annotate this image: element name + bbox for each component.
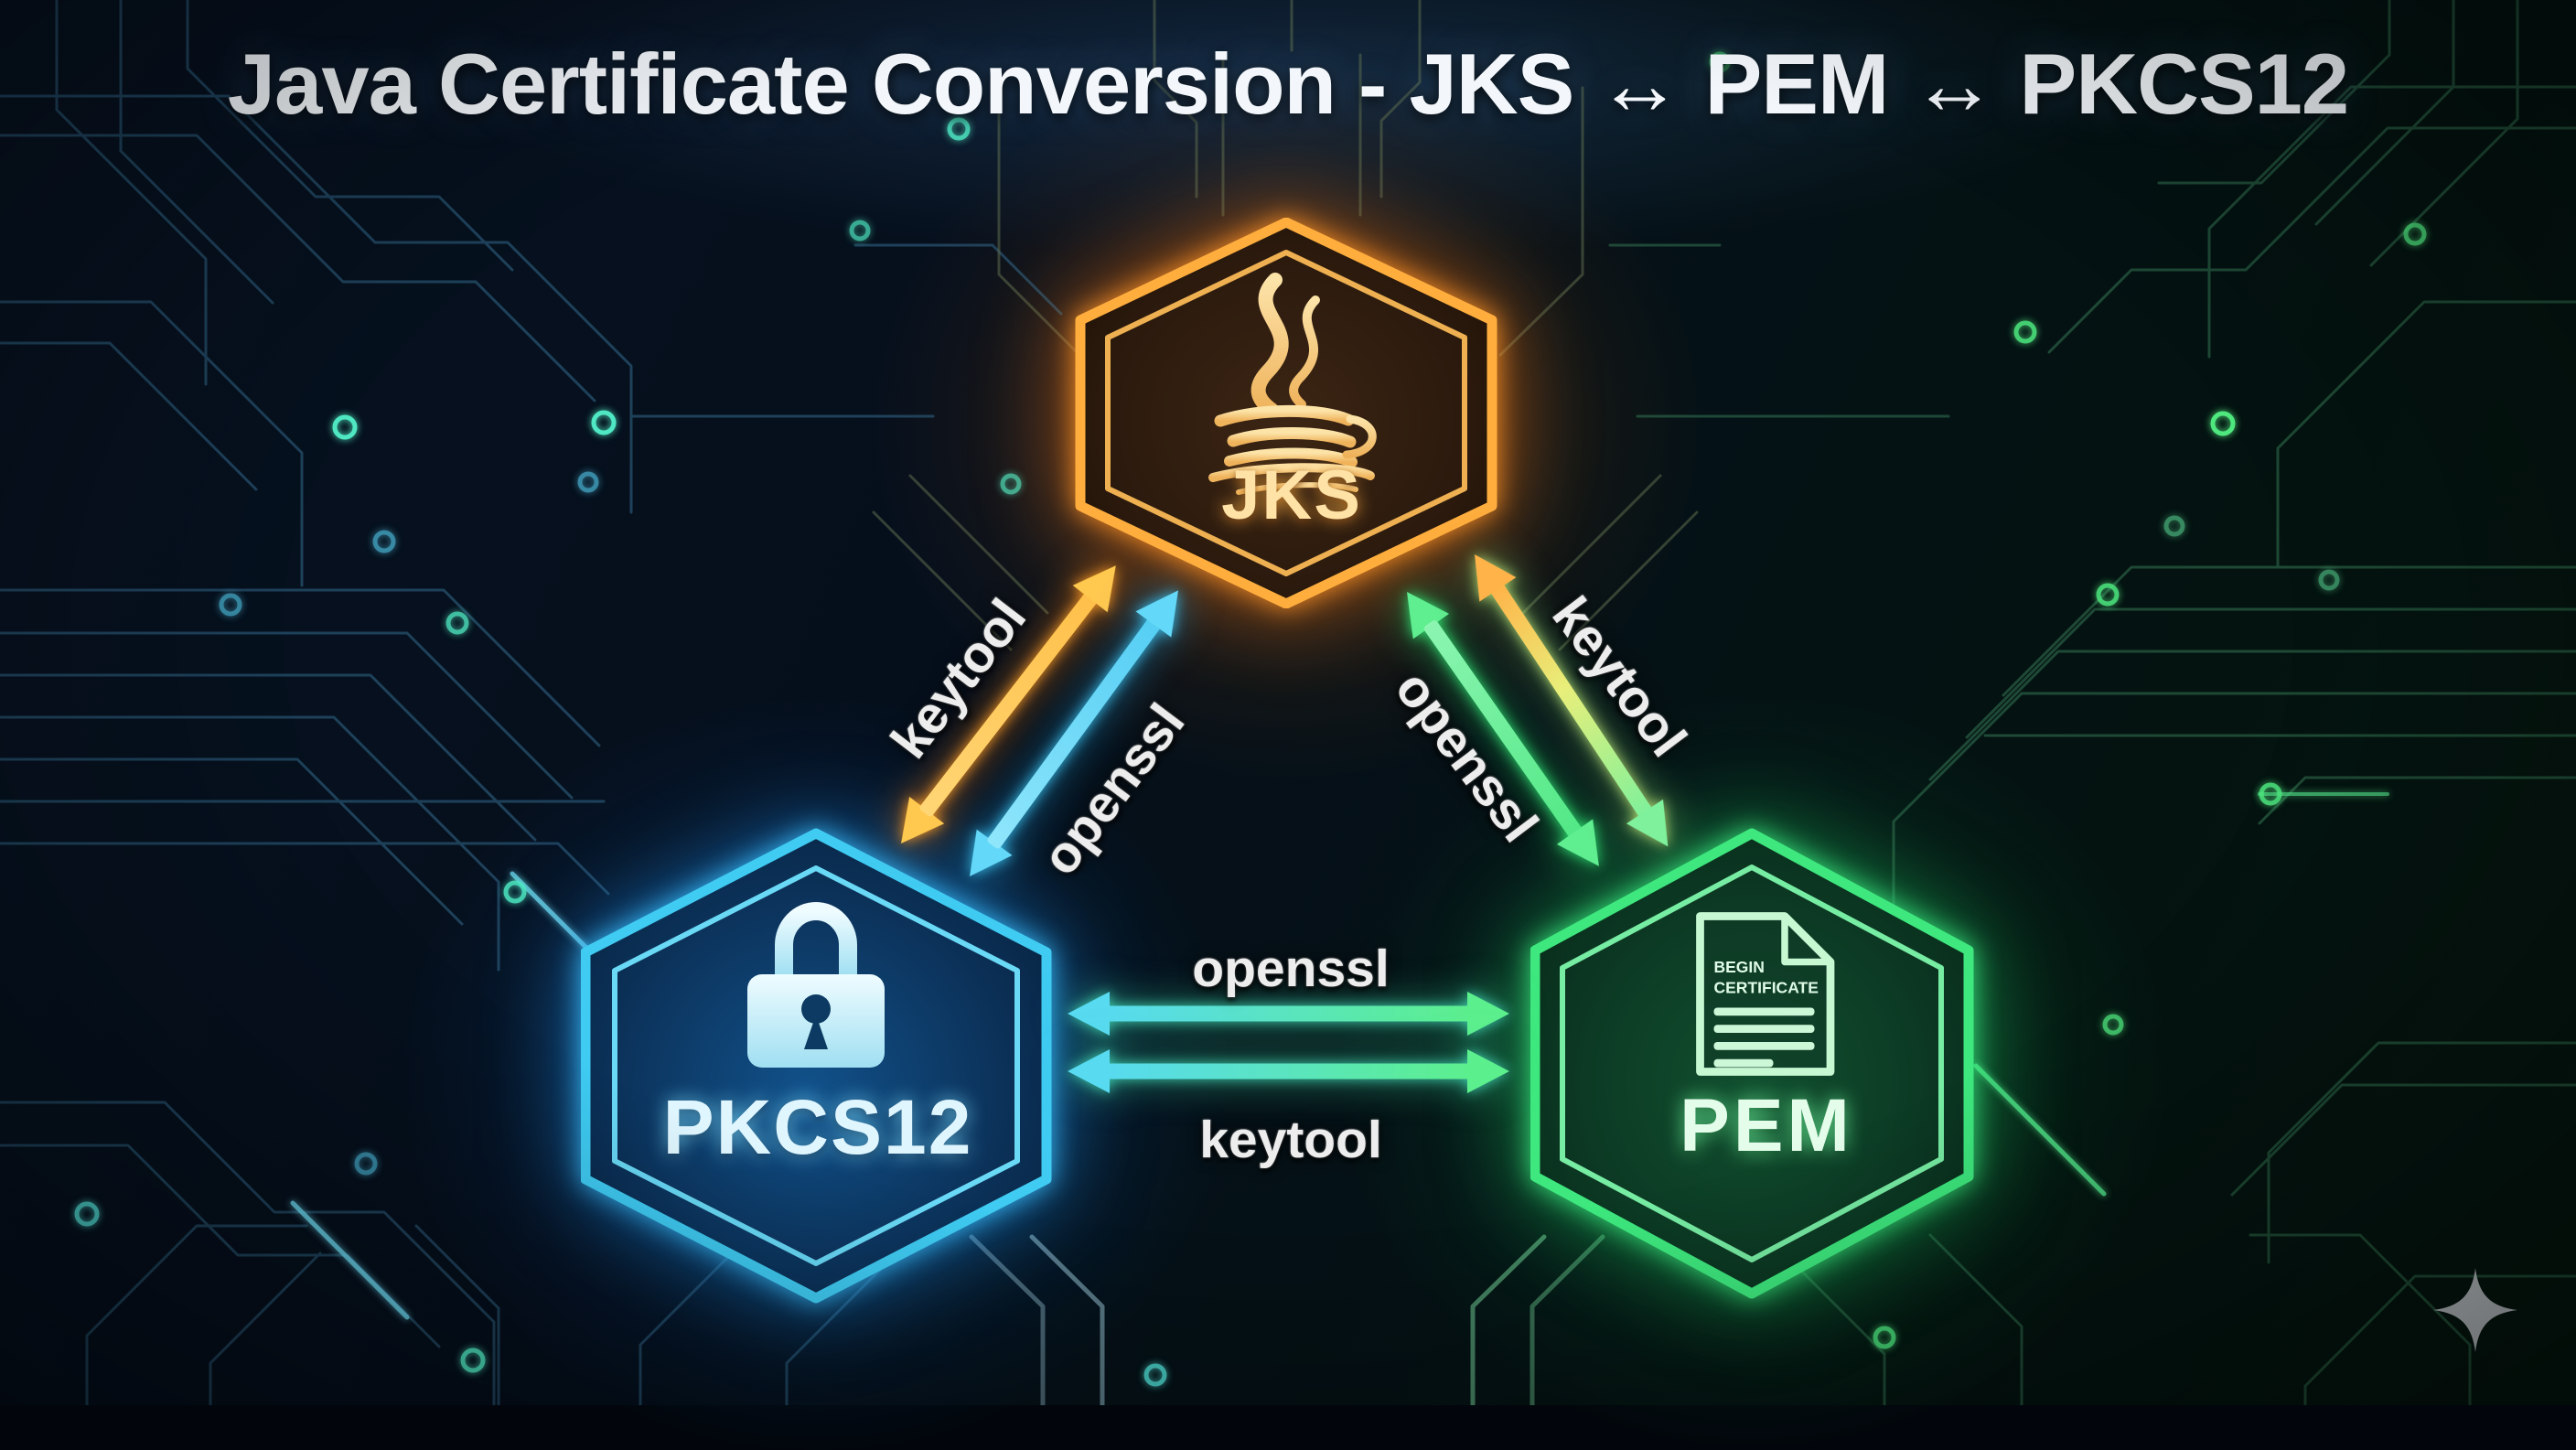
padlock-icon: [747, 902, 885, 1068]
java-coffee-cup-icon: [1208, 273, 1377, 495]
circuit-traces-left: [0, 0, 1063, 1405]
edge-label-openssl-bottom: openssl: [1192, 940, 1390, 998]
sparkle-icon: [2433, 1268, 2517, 1352]
diagram-canvas: Java Certificate Conversion - JKS ↔ PEM …: [0, 0, 2576, 1405]
certificate-text-line2: CERTIFICATE: [1714, 978, 1819, 996]
edge-label-keytool-bottom: keytool: [1199, 1111, 1382, 1169]
pkcs12-hexagon-node: [581, 828, 1052, 1304]
jks-hexagon-node: [1075, 218, 1497, 608]
circuit-traces-right: [1608, 0, 2576, 1405]
certificate-text-line1: BEGIN: [1714, 958, 1765, 976]
circuit-nodes: [74, 51, 2427, 1387]
pem-hexagon-node: BEGIN CERTIFICATE: [1530, 828, 1974, 1299]
page-title: Java Certificate Conversion - JKS ↔ PEM …: [227, 36, 2349, 132]
pem-label: PEM: [1680, 1084, 1853, 1167]
jks-label: JKS: [1221, 456, 1362, 534]
circuit-chevrons: [969, 1234, 1605, 1405]
circuit-traces-top: [872, 0, 1699, 651]
circuit-board-background: [0, 0, 2576, 1405]
certificate-file-icon: BEGIN CERTIFICATE: [1696, 912, 1835, 1076]
arrow-openssl-pkcs12-pem: [1068, 992, 1509, 1036]
pkcs12-label: PKCS12: [662, 1084, 973, 1170]
arrow-keytool-pkcs12-pem: [1068, 1049, 1509, 1093]
